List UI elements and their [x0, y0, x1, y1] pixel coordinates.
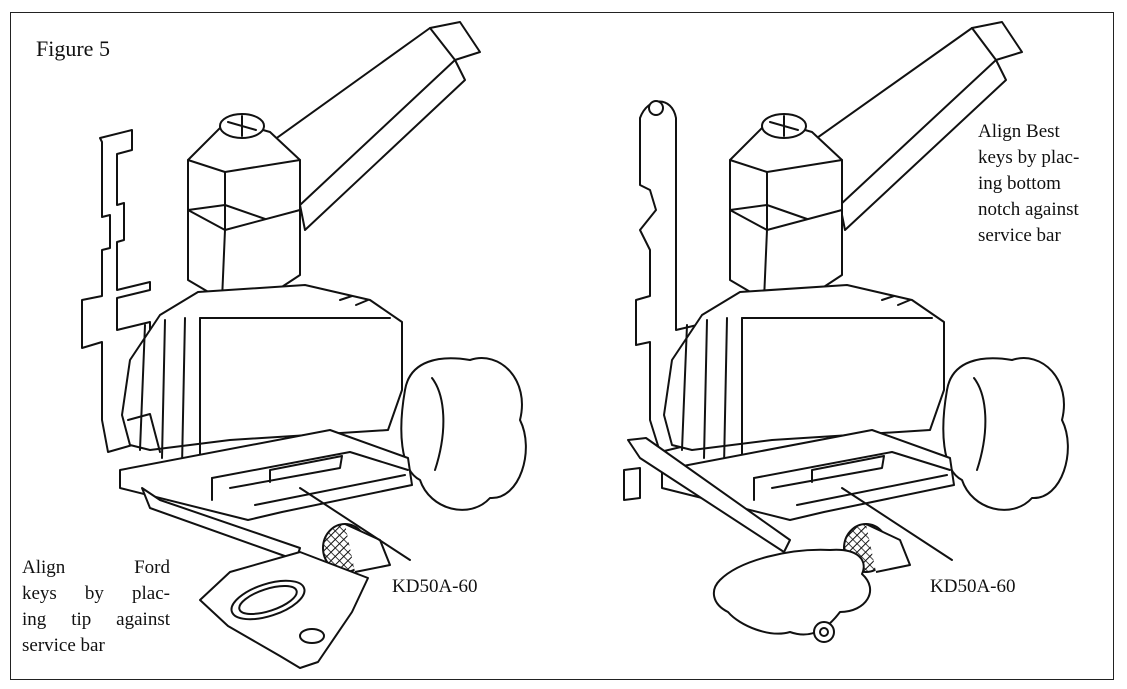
left-note-line-2: keys by plac- — [22, 583, 170, 604]
right-key-vise-drawing — [623, 21, 1069, 643]
left-note-line-1: Align Ford — [22, 557, 170, 578]
left-vise-body — [121, 284, 403, 451]
right-vise-body — [663, 284, 945, 451]
figure-title: Figure 5 — [36, 36, 110, 61]
figure-frame — [10, 12, 1114, 680]
right-note-line-3: ing bottom — [978, 173, 1061, 194]
right-note: Align Best keys by plac- ing bottom notc… — [978, 119, 1106, 249]
right-part-label: KD50A-60 — [930, 576, 1016, 597]
left-key-slot-base — [119, 429, 413, 521]
right-note-line-1: Align Best — [978, 121, 1060, 142]
left-key-vise-drawing — [81, 21, 527, 669]
right-part-leader — [841, 487, 953, 561]
right-note-line-2: keys by plac- — [978, 147, 1080, 168]
left-part-leader — [299, 487, 411, 561]
right-key-slot-base — [661, 429, 955, 521]
right-note-line-5: service bar — [978, 225, 1061, 246]
left-clamp-knob — [400, 357, 527, 511]
left-note: Align Ford keys by plac- ing tip against… — [22, 555, 170, 659]
right-note-line-4: notch against — [978, 199, 1079, 220]
left-part-label: KD50A-60 — [392, 576, 478, 597]
left-note-line-4: service bar — [22, 635, 105, 656]
right-clamp-knob — [942, 357, 1069, 511]
right-best-key-blade — [627, 437, 791, 553]
left-note-line-3: ing tip against — [22, 609, 170, 630]
right-best-key-bow — [712, 548, 872, 636]
